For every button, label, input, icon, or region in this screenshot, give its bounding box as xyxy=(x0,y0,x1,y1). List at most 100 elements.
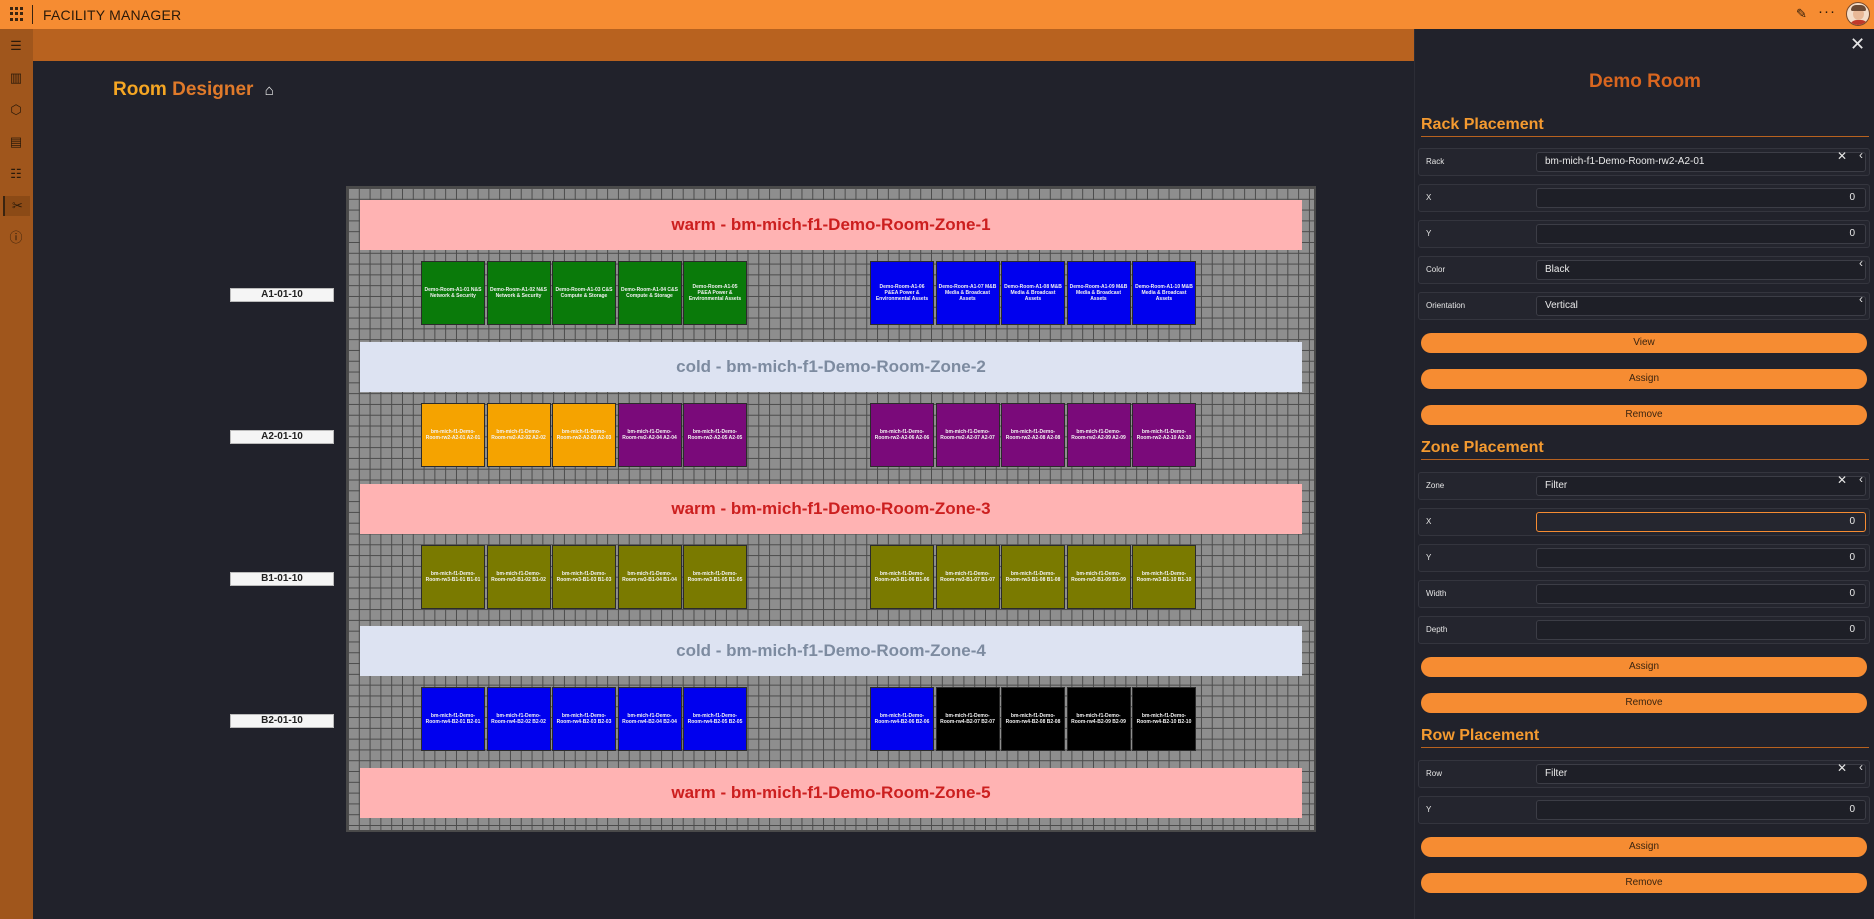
clear-icon[interactable]: ✕ xyxy=(1836,473,1847,487)
rack[interactable]: bm-mich-f1-Demo-Room-rw2-A2-01 A2-01 xyxy=(421,403,485,467)
rack[interactable]: bm-mich-f1-Demo-Room-rw4-B2-06 B2-06 xyxy=(870,687,934,751)
rack[interactable]: bm-mich-f1-Demo-Room-rw3-B1-04 B1-04 xyxy=(617,545,682,609)
clear-icon[interactable]: ✕ xyxy=(1836,149,1847,163)
chevron-left-icon[interactable]: ‹ xyxy=(1859,148,1863,162)
rack[interactable]: bm-mich-f1-Demo-Room-rw2-A2-06 A2-06 xyxy=(870,403,934,467)
chevron-left-icon[interactable]: ‹ xyxy=(1859,256,1863,270)
zone-width-input[interactable]: 0 xyxy=(1536,584,1866,604)
zone-3[interactable]: warm - bm-mich-f1-Demo-Room-Zone-3 xyxy=(360,484,1302,534)
rack[interactable]: bm-mich-f1-Demo-Room-rw4-B2-08 B2-08 xyxy=(1001,687,1065,751)
more-icon[interactable]: ··· xyxy=(1818,3,1836,20)
app-title: FACILITY MANAGER xyxy=(43,7,182,23)
user-avatar[interactable] xyxy=(1846,2,1870,26)
rack[interactable]: bm-mich-f1-Demo-Room-rw2-A2-10 A2-10 xyxy=(1132,403,1196,467)
box-icon[interactable]: ⬡ xyxy=(10,102,22,117)
panel-title: Demo Room xyxy=(1589,71,1701,92)
rack[interactable]: bm-mich-f1-Demo-Room-rw3-B1-09 B1-09 xyxy=(1066,545,1131,609)
rack[interactable]: bm-mich-f1-Demo-Room-rw3-B1-01 B1-01 xyxy=(421,545,485,609)
rack[interactable]: Demo-Room-A1-04 C&S Compute & Storage xyxy=(617,261,682,325)
zone-y-field: Y 0 xyxy=(1418,544,1870,572)
orientation-select[interactable]: Vertical xyxy=(1536,296,1866,316)
rack[interactable]: bm-mich-f1-Demo-Room-rw3-B1-10 B1-10 xyxy=(1132,545,1196,609)
tools-icon[interactable]: ✂ xyxy=(3,196,30,216)
rack[interactable]: Demo-Room-A1-06 P&EA Power & Environment… xyxy=(870,261,934,325)
rack[interactable]: Demo-Room-A1-05 P&EA Power & Environment… xyxy=(683,261,747,325)
rack[interactable]: Demo-Room-A1-10 M&B Media & Broadcast As… xyxy=(1132,261,1196,325)
info-icon[interactable]: ⓘ xyxy=(9,230,23,245)
rack-x-input[interactable]: 0 xyxy=(1536,188,1866,208)
zone-field: Zone Filter ✕ ‹ xyxy=(1418,472,1870,500)
rack-remove-button[interactable]: Remove xyxy=(1421,405,1867,425)
row-select[interactable]: Filter xyxy=(1536,764,1866,784)
rack[interactable]: bm-mich-f1-Demo-Room-rw3-B1-03 B1-03 xyxy=(552,545,616,609)
zone-depth-field: Depth 0 xyxy=(1418,616,1870,644)
rack-y-field: Y 0 xyxy=(1418,220,1870,248)
rack[interactable]: bm-mich-f1-Demo-Room-rw4-B2-03 B2-03 xyxy=(552,687,616,751)
rack[interactable]: Demo-Room-A1-08 M&B Media & Broadcast As… xyxy=(1001,261,1065,325)
list-icon[interactable]: ☷ xyxy=(10,166,22,181)
rack[interactable]: bm-mich-f1-Demo-Room-rw2-A2-09 A2-09 xyxy=(1066,403,1131,467)
rack-placement-heading: Rack Placement xyxy=(1421,116,1869,137)
rack[interactable]: bm-mich-f1-Demo-Room-rw2-A2-03 A2-03 xyxy=(552,403,616,467)
rack-y-input[interactable]: 0 xyxy=(1536,224,1866,244)
rack[interactable]: bm-mich-f1-Demo-Room-rw3-B1-05 B1-05 xyxy=(683,545,747,609)
zone-assign-button[interactable]: Assign xyxy=(1421,657,1867,677)
clear-icon[interactable]: ✕ xyxy=(1836,761,1847,775)
view-button[interactable]: View xyxy=(1421,333,1867,353)
rack-field: Rack bm-mich-f1-Demo-Room-rw2-A2-01 ✕ ‹ xyxy=(1418,148,1870,176)
room-floor-grid[interactable]: warm - bm-mich-f1-Demo-Room-Zone-1 cold … xyxy=(346,186,1316,832)
chevron-left-icon[interactable]: ‹ xyxy=(1859,472,1863,486)
rack[interactable]: bm-mich-f1-Demo-Room-rw2-A2-08 A2-08 xyxy=(1001,403,1065,467)
rack[interactable]: bm-mich-f1-Demo-Room-rw3-B1-08 B1-08 xyxy=(1001,545,1065,609)
rack[interactable]: bm-mich-f1-Demo-Room-rw4-B2-01 B2-01 xyxy=(421,687,485,751)
rack[interactable]: Demo-Room-A1-07 M&B Media & Broadcast As… xyxy=(935,261,1000,325)
close-icon[interactable]: ✕ xyxy=(1850,34,1866,54)
rack-select[interactable]: bm-mich-f1-Demo-Room-rw2-A2-01 xyxy=(1536,152,1866,172)
rack[interactable]: Demo-Room-A1-09 M&B Media & Broadcast As… xyxy=(1066,261,1131,325)
header-divider xyxy=(32,5,33,24)
rack[interactable]: bm-mich-f1-Demo-Room-rw2-A2-07 A2-07 xyxy=(935,403,1000,467)
rack[interactable]: bm-mich-f1-Demo-Room-rw3-B1-06 B1-06 xyxy=(870,545,934,609)
rack[interactable]: bm-mich-f1-Demo-Room-rw4-B2-05 B2-05 xyxy=(683,687,747,751)
zone-4[interactable]: cold - bm-mich-f1-Demo-Room-Zone-4 xyxy=(360,626,1302,676)
rack-assign-button[interactable]: Assign xyxy=(1421,369,1867,389)
pencil-icon[interactable]: ✎ xyxy=(1796,6,1807,21)
rack[interactable]: bm-mich-f1-Demo-Room-rw4-B2-09 B2-09 xyxy=(1066,687,1131,751)
floorplan-icon[interactable]: ▤ xyxy=(9,134,23,149)
row-label: A1-01-10 xyxy=(230,288,334,302)
row-assign-button[interactable]: Assign xyxy=(1421,837,1867,857)
sidebar: ☰ ▥ ⬡ ▤ ☷ ✂ ⓘ xyxy=(0,29,33,919)
chevron-left-icon[interactable]: ‹ xyxy=(1859,760,1863,774)
rack[interactable]: bm-mich-f1-Demo-Room-rw4-B2-07 B2-07 xyxy=(935,687,1000,751)
rack-x-field: X 0 xyxy=(1418,184,1870,212)
rack[interactable]: Demo-Room-A1-03 C&S Compute & Storage xyxy=(552,261,616,325)
row-label: B2-01-10 xyxy=(230,714,334,728)
home-icon[interactable]: ⌂ xyxy=(264,82,274,99)
menu-icon[interactable]: ☰ xyxy=(10,38,22,53)
row-y-field: Y 0 xyxy=(1418,796,1870,824)
rack[interactable]: Demo-Room-A1-01 N&S Network & Security xyxy=(421,261,485,325)
app-grid-icon[interactable] xyxy=(10,7,24,21)
zone-2[interactable]: cold - bm-mich-f1-Demo-Room-Zone-2 xyxy=(360,342,1302,392)
rack[interactable]: bm-mich-f1-Demo-Room-rw3-B1-02 B1-02 xyxy=(486,545,551,609)
zone-5[interactable]: warm - bm-mich-f1-Demo-Room-Zone-5 xyxy=(360,768,1302,818)
row-remove-button[interactable]: Remove xyxy=(1421,873,1867,893)
chevron-left-icon[interactable]: ‹ xyxy=(1859,292,1863,306)
rack[interactable]: bm-mich-f1-Demo-Room-rw4-B2-02 B2-02 xyxy=(486,687,551,751)
zone-1[interactable]: warm - bm-mich-f1-Demo-Room-Zone-1 xyxy=(360,200,1302,250)
rack[interactable]: Demo-Room-A1-02 N&S Network & Security xyxy=(486,261,551,325)
zone-y-input[interactable]: 0 xyxy=(1536,548,1866,568)
row-y-input[interactable]: 0 xyxy=(1536,800,1866,820)
rack[interactable]: bm-mich-f1-Demo-Room-rw2-A2-04 A2-04 xyxy=(617,403,682,467)
rack[interactable]: bm-mich-f1-Demo-Room-rw2-A2-05 A2-05 xyxy=(683,403,747,467)
zone-remove-button[interactable]: Remove xyxy=(1421,693,1867,713)
zone-select[interactable]: Filter xyxy=(1536,476,1866,496)
rack[interactable]: bm-mich-f1-Demo-Room-rw3-B1-07 B1-07 xyxy=(935,545,1000,609)
zone-depth-input[interactable]: 0 xyxy=(1536,620,1866,640)
zone-x-input[interactable]: 0 xyxy=(1536,512,1866,532)
rack[interactable]: bm-mich-f1-Demo-Room-rw2-A2-02 A2-02 xyxy=(486,403,551,467)
chart-icon[interactable]: ▥ xyxy=(9,70,23,85)
color-select[interactable]: Black xyxy=(1536,260,1866,280)
rack[interactable]: bm-mich-f1-Demo-Room-rw4-B2-04 B2-04 xyxy=(617,687,682,751)
rack[interactable]: bm-mich-f1-Demo-Room-rw4-B2-10 B2-10 xyxy=(1132,687,1196,751)
